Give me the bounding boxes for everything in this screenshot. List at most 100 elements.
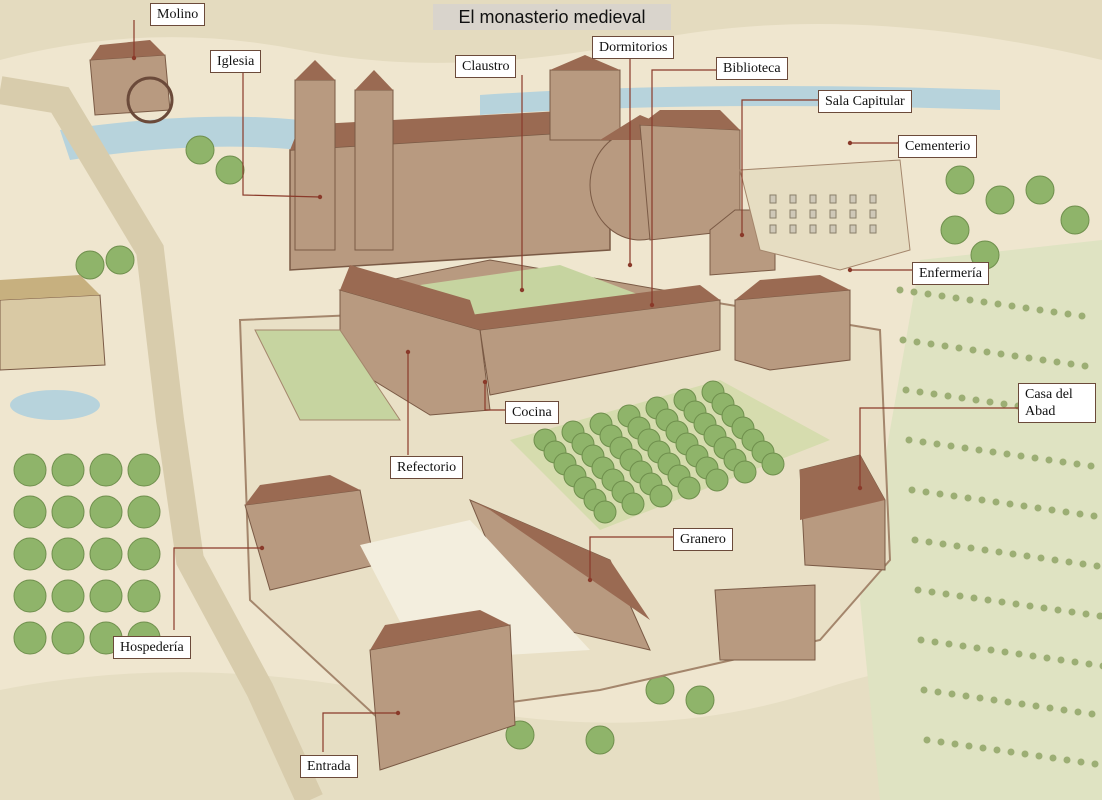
pond	[10, 390, 100, 420]
vine	[1011, 352, 1019, 360]
grave	[869, 224, 877, 234]
vine	[922, 488, 930, 496]
vine	[1026, 602, 1034, 610]
grave	[789, 209, 797, 219]
vine	[923, 736, 931, 744]
vine	[1082, 610, 1090, 618]
leader-hospederia	[173, 547, 262, 630]
vine	[924, 290, 932, 298]
farmhouse-roof	[0, 275, 100, 300]
vine	[966, 296, 974, 304]
tree	[215, 155, 245, 185]
vine	[1091, 760, 1099, 768]
vine	[981, 546, 989, 554]
vine	[1049, 754, 1057, 762]
vine	[1009, 550, 1017, 558]
vine	[937, 738, 945, 746]
vine	[1063, 756, 1071, 764]
label-iglesia: Iglesia	[210, 50, 262, 73]
tree	[945, 165, 975, 195]
label-cocina: Cocina	[505, 401, 559, 424]
vine	[950, 492, 958, 500]
tree	[13, 579, 47, 613]
vine	[914, 586, 922, 594]
grave	[769, 209, 777, 219]
tree	[89, 579, 123, 613]
vine	[952, 294, 960, 302]
vine	[1088, 710, 1096, 718]
infirmary	[734, 289, 851, 371]
vine	[945, 640, 953, 648]
tree	[127, 453, 161, 487]
vine	[961, 444, 969, 452]
vine	[905, 436, 913, 444]
vine	[1029, 652, 1037, 660]
vine	[978, 496, 986, 504]
infirmary-roof	[735, 275, 850, 300]
grave	[809, 209, 817, 219]
tree	[89, 495, 123, 529]
vine	[1012, 600, 1020, 608]
guesthouse-roof	[245, 475, 360, 505]
vine	[976, 694, 984, 702]
vine	[1036, 306, 1044, 314]
vine	[920, 686, 928, 694]
vine	[972, 396, 980, 404]
vine	[995, 548, 1003, 556]
vine	[994, 300, 1002, 308]
grave	[849, 194, 857, 204]
tree	[51, 621, 85, 655]
vine	[911, 536, 919, 544]
vine	[899, 336, 907, 344]
vine	[1022, 304, 1030, 312]
tree	[13, 621, 47, 655]
graves	[769, 194, 877, 234]
tree	[105, 245, 135, 275]
vine	[964, 494, 972, 502]
vine	[1040, 604, 1048, 612]
vine	[986, 398, 994, 406]
leader-cocina	[484, 382, 505, 411]
vine	[1087, 462, 1095, 470]
vine	[1059, 458, 1067, 466]
grave	[769, 194, 777, 204]
vine	[989, 448, 997, 456]
vine	[967, 544, 975, 552]
vine	[980, 298, 988, 306]
tree	[127, 579, 161, 613]
vine	[1045, 456, 1053, 464]
vine	[965, 742, 973, 750]
label-molino: Molino	[150, 3, 206, 26]
vine	[930, 390, 938, 398]
mill	[89, 40, 174, 124]
vine	[1090, 512, 1098, 520]
vine	[947, 442, 955, 450]
tree	[677, 476, 701, 500]
vine	[1032, 702, 1040, 710]
grave	[789, 194, 797, 204]
tree	[185, 135, 215, 165]
diagram-title: El monasterio medieval	[433, 4, 671, 30]
leader-entrada	[322, 712, 398, 752]
label-refectorio: Refectorio	[390, 456, 464, 479]
tree	[585, 725, 615, 755]
vine	[970, 594, 978, 602]
vine	[1073, 460, 1081, 468]
leader-iglesia	[242, 70, 321, 198]
vine	[933, 440, 941, 448]
grave	[869, 209, 877, 219]
vine	[919, 438, 927, 446]
vine	[941, 342, 949, 350]
vine	[951, 740, 959, 748]
garden	[254, 329, 401, 421]
vine	[1078, 312, 1086, 320]
vine	[1074, 708, 1082, 716]
leader-casa-abad	[859, 407, 1018, 488]
vine	[938, 292, 946, 300]
vine	[1076, 510, 1084, 518]
vine	[1034, 504, 1042, 512]
leader-biblioteca	[651, 69, 716, 305]
vine	[1037, 554, 1045, 562]
